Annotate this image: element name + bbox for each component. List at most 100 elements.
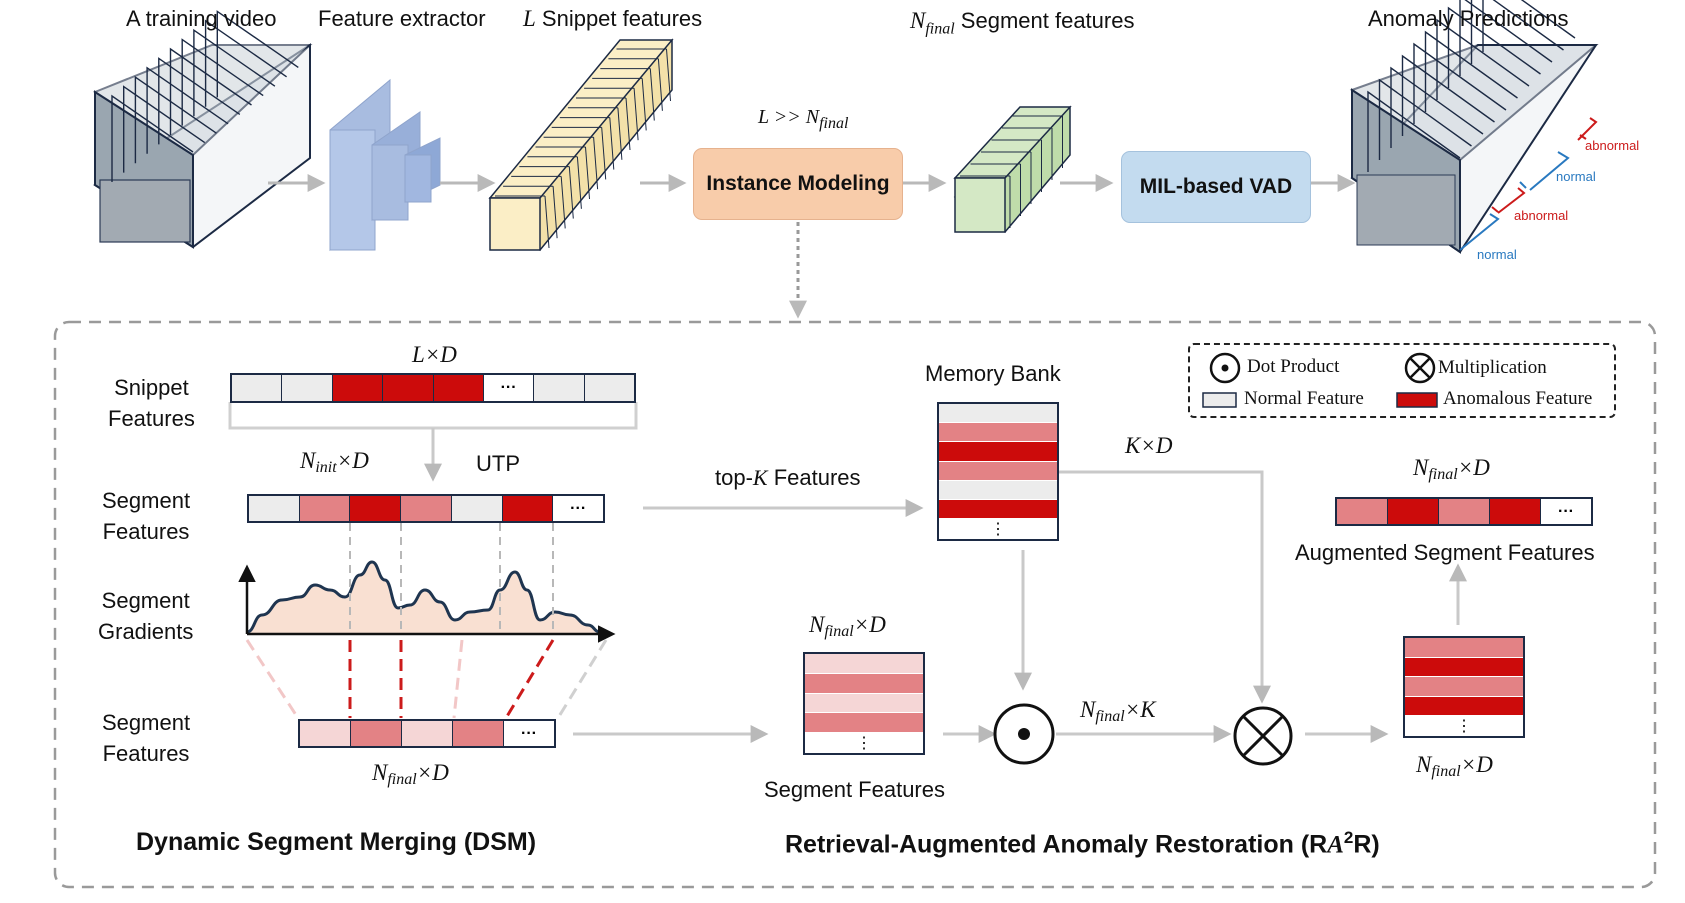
snippet-divider: [657, 58, 663, 111]
snippet-divider: [593, 137, 599, 190]
cell: [1388, 499, 1439, 524]
legend-box: [1188, 343, 1616, 418]
prediction-frame: [1436, 18, 1530, 100]
cell: [584, 375, 634, 401]
label-topk-features: top-K Features: [715, 465, 861, 490]
label-segment-gradients: Segment Gradients: [98, 588, 194, 644]
ellipsis-cell: ···: [483, 375, 535, 401]
legend-multiplication-icon: [1404, 352, 1436, 384]
pred-label-abnormal-2: abnormal: [1514, 208, 1569, 223]
dsm-title: Dynamic Segment Merging (DSM): [136, 828, 537, 856]
anomaly-predictions-stack: [1349, 0, 1599, 254]
video-frame: [204, 19, 287, 107]
snippet-divider: [625, 97, 631, 151]
dot-product-operator: [993, 703, 1055, 765]
instance-modeling-box: Instance Modeling: [693, 148, 903, 220]
cell: [1439, 499, 1490, 524]
row: [939, 461, 1057, 481]
video-frame: [216, 10, 299, 98]
mil-vad-box: MIL-based VAD: [1121, 151, 1311, 223]
snippet-divider: [649, 68, 655, 121]
snippet-divider: [609, 117, 615, 170]
pred-label-normal-2: normal: [1477, 247, 1517, 262]
label-memory-bank: Memory Bank: [925, 361, 1061, 386]
snippet-divider: [576, 156, 582, 209]
prediction-frame: [1378, 78, 1472, 160]
label-segment-features-ra2r: Segment Features: [764, 777, 945, 802]
row: [805, 713, 923, 733]
cell: [299, 496, 351, 521]
segment-features-stack: ⋮: [803, 652, 925, 755]
augmented-bar: ···: [1335, 497, 1593, 526]
row: [1405, 638, 1523, 658]
cell: [332, 375, 384, 401]
video-frame: [158, 57, 241, 145]
legend-anomalous-swatch: [1396, 392, 1438, 408]
video-frame: [146, 66, 229, 154]
snippet-divider: [617, 107, 623, 160]
dsm-segment-bar: ···: [247, 494, 605, 523]
cell: [433, 375, 484, 401]
training-video-stack: [92, 10, 313, 249]
row: [805, 693, 923, 714]
prediction-frame: [1482, 0, 1576, 52]
legend-dot-icon: [1209, 352, 1241, 384]
row: [1405, 677, 1523, 697]
output-stack: ⋮: [1403, 636, 1525, 738]
cell: [453, 721, 504, 746]
multiplication-operator: [1233, 706, 1293, 766]
prediction-frame: [1413, 42, 1507, 124]
label-nfinal-d-out: Nfinal×D: [1416, 752, 1493, 781]
row: [939, 499, 1057, 520]
row: [939, 423, 1057, 443]
label-segment-features-2: Segment Features: [102, 710, 191, 766]
label-snippet-features-dsm: Snippet Features: [108, 375, 195, 431]
prediction-frame: [1367, 90, 1461, 172]
legend-anomalous-feature: Anomalous Feature: [1443, 388, 1593, 409]
prediction-frame: [1470, 0, 1564, 64]
cell: [232, 375, 283, 401]
cell: [1337, 499, 1388, 524]
snippet-divider: [641, 78, 647, 131]
legend-normal-swatch: [1202, 392, 1237, 408]
memory-bank-stack: ⋮: [937, 402, 1059, 541]
snippet-divider: [585, 146, 590, 200]
video-frame: [134, 75, 217, 164]
segment-gradients-plot: [238, 560, 616, 643]
snippet-front: [489, 197, 541, 251]
snippet-divider: [666, 48, 671, 102]
row: [1405, 696, 1523, 716]
label-training-video: A training video: [126, 6, 277, 31]
arrow-memory-to-mult: [1058, 470, 1271, 704]
row: [805, 654, 923, 674]
legend-multiplication: Multiplication: [1438, 357, 1547, 378]
row: [1405, 657, 1523, 677]
segment-features-bar: [953, 105, 1072, 234]
prediction-frame: [1424, 30, 1518, 112]
label-nfinal-d-aug: Nfinal×D: [1413, 455, 1490, 484]
vdots-row: ⋮: [939, 519, 1057, 540]
label-utp: UTP: [476, 451, 520, 476]
prediction-frame: [1390, 66, 1484, 148]
ra2r-title: Retrieval-Augmented Anomaly Restoration …: [785, 828, 1380, 859]
video-frame: [181, 38, 264, 126]
segment-front: [954, 177, 1006, 233]
label-nfinal-d-seg: Nfinal×D: [809, 612, 886, 641]
snippet-divider: [633, 88, 639, 141]
cell: [383, 375, 434, 401]
vdots-row: ⋮: [805, 733, 923, 753]
label-l-much-greater-n: L >> Nfinal: [758, 106, 849, 132]
cell: [402, 721, 453, 746]
vdots-row: ⋮: [1405, 716, 1523, 736]
row: [939, 480, 1057, 500]
row: [939, 404, 1057, 424]
cell: [502, 496, 554, 521]
pred-label-normal-1: normal: [1556, 169, 1596, 184]
label-kxd: K×D: [1125, 433, 1173, 458]
snippet-bracket: [228, 402, 638, 430]
label-augmented-segment-features: Augmented Segment Features: [1295, 540, 1595, 565]
legend-normal-feature: Normal Feature: [1244, 388, 1364, 409]
prediction-frame: [1401, 54, 1495, 136]
ellipsis-cell: ···: [553, 496, 604, 521]
cell: [401, 496, 452, 521]
